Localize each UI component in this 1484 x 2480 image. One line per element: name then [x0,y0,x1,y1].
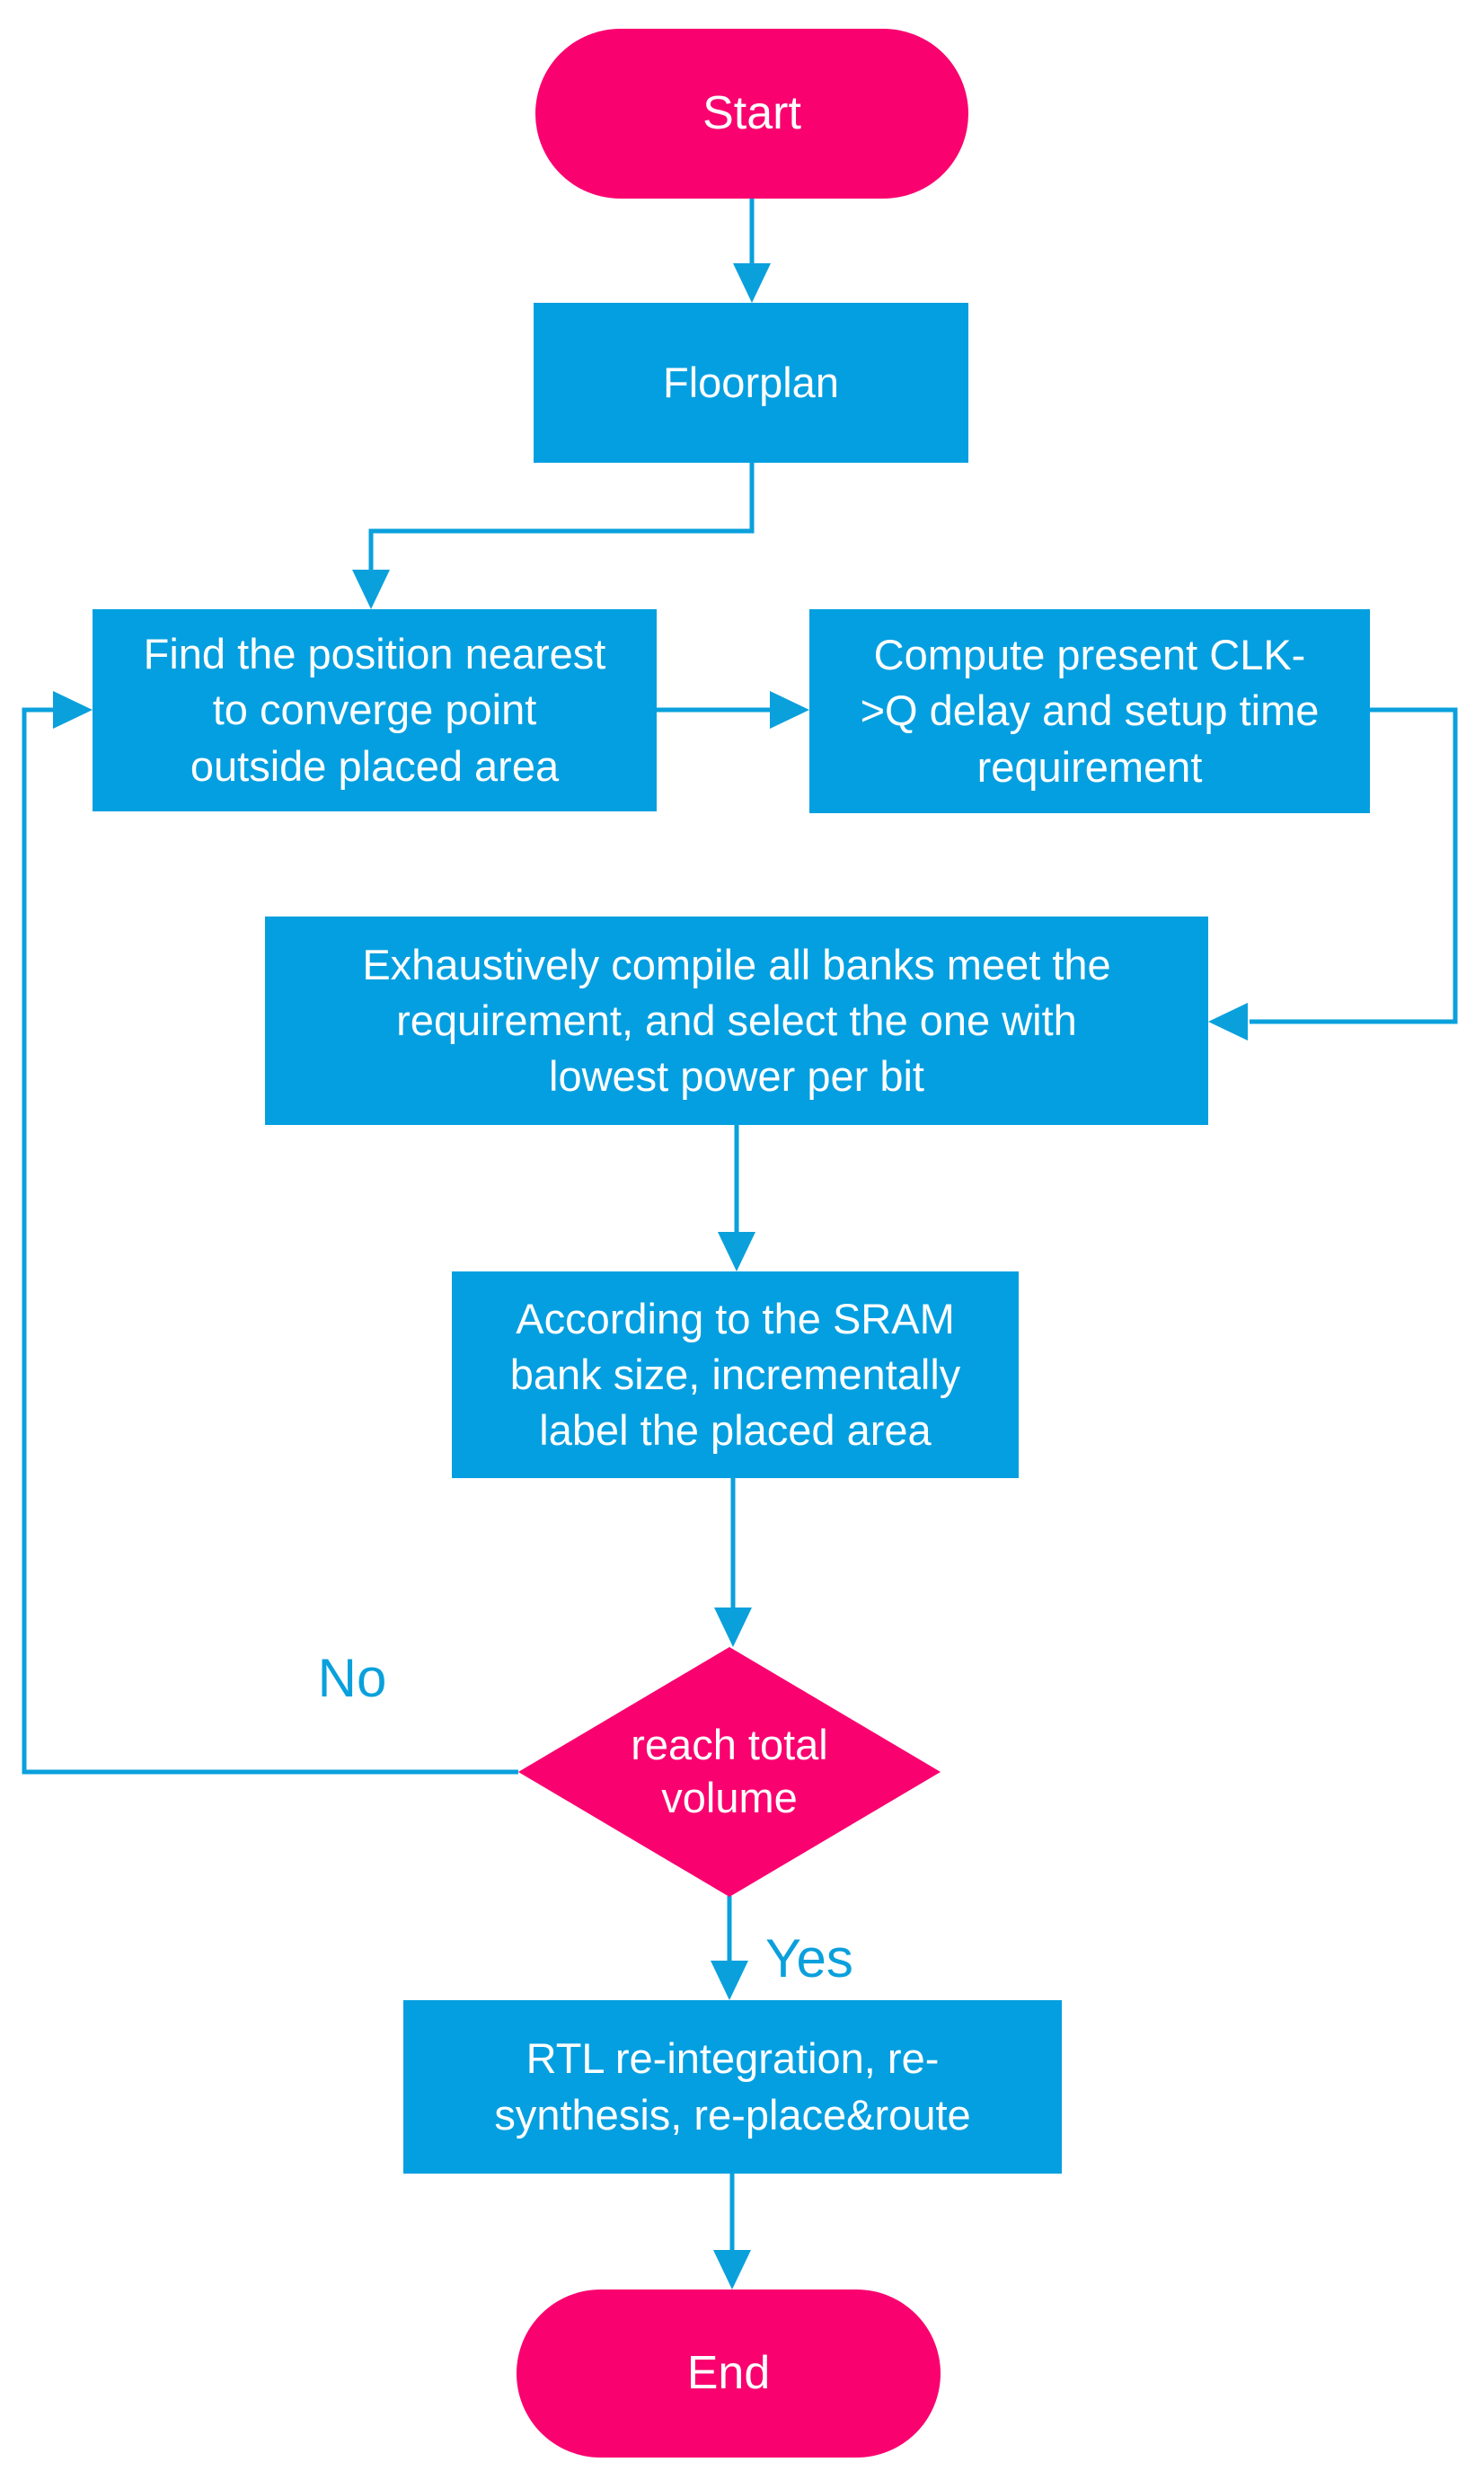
node-label-area: According to the SRAM bank size, increme… [452,1271,1019,1478]
arrowhead-yes-rtl [711,1961,748,2000]
node-label-area-line: According to the SRAM [516,1294,955,1342]
node-find-position-line: to converge point [212,686,537,734]
node-label-area-line: label the placed area [539,1406,932,1455]
arrowhead-find-compute [770,691,809,729]
node-rtl-reintegration-line: RTL re-integration, re- [526,2034,940,2083]
connector-no-feedback [22,707,518,1775]
arrowhead-rtl-end [713,2250,751,2290]
node-compute-delay-line: requirement [976,742,1203,791]
node-compile-banks-line: requirement, and select the one with [396,996,1077,1044]
node-find-position-line: Find the position nearest [143,630,606,678]
node-floorplan-label: Floorplan [663,358,839,406]
arrowhead-floorplan-find [352,570,390,609]
node-compute-delay: Compute present CLK- >Q delay and setup … [809,609,1370,813]
node-end: End [517,2290,941,2458]
node-compute-delay-line: >Q delay and setup time [860,686,1320,735]
node-end-label: End [686,2347,771,2400]
arrowhead-compile-sram [718,1232,755,1271]
node-find-position-line: outside placed area [190,741,560,790]
edge-label-yes: Yes [765,1928,853,1988]
node-reach-volume-line: reach total [631,1721,828,1769]
arrowhead-sram-decision [714,1608,752,1647]
node-start-label: Start [702,87,801,140]
arrowhead-no-feedback [53,691,93,729]
node-compile-banks: Exhaustively compile all banks meet the … [265,917,1208,1125]
node-label-area-line: bank size, incrementally [509,1350,961,1398]
edge-label-no: No [317,1648,387,1708]
node-find-position: Find the position nearest to converge po… [93,609,657,811]
arrowhead-compute-compile [1208,1003,1248,1041]
node-reach-volume-line: volume [661,1774,798,1821]
arrowhead-start-floorplan [733,263,771,303]
node-rtl-reintegration: RTL re-integration, re- synthesis, re-pl… [403,2000,1062,2174]
connector-floorplan-find [368,463,755,571]
node-floorplan: Floorplan [534,303,968,463]
node-compute-delay-line: Compute present CLK- [873,631,1306,679]
node-compile-banks-line: lowest power per bit [549,1052,924,1101]
connector-compute-compile [1250,707,1458,1024]
node-start: Start [535,29,968,199]
node-compile-banks-line: Exhaustively compile all banks meet the [362,940,1111,988]
node-rtl-reintegration-line: synthesis, re-place&route [494,2090,971,2139]
